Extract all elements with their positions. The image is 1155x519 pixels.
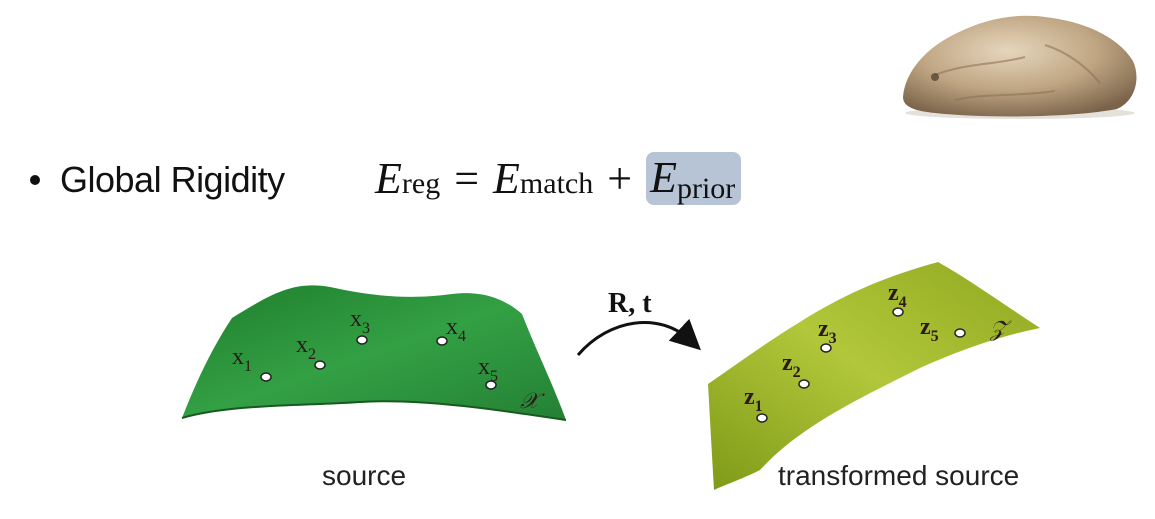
eq-lhs-sub: reg <box>401 167 441 200</box>
label-transformed-set: 𝒵 <box>989 316 1012 341</box>
source-surface <box>182 285 566 420</box>
eq-term1-sub: match <box>519 167 594 200</box>
label-z2: z2 <box>782 350 801 381</box>
transform-arrow <box>576 318 701 356</box>
eq-prior-highlight: Eprior <box>646 151 742 205</box>
eq-plus: + <box>607 153 633 203</box>
transform-label: R, t <box>608 288 652 319</box>
label-z3: z3 <box>818 316 837 347</box>
label-z4: z4 <box>888 280 907 311</box>
transformed-points: z1 z2 z3 z4 z5 𝒵 <box>744 280 1012 423</box>
bullet-dot <box>30 175 40 185</box>
point-x2 <box>314 360 326 370</box>
label-x5: x5 <box>478 354 498 385</box>
eq-term1-symbol: E <box>493 153 520 203</box>
point-z1 <box>756 413 768 423</box>
transformed-surface <box>708 262 1040 490</box>
eq-term2-symbol: E <box>650 152 677 202</box>
point-z2 <box>798 379 810 389</box>
point-x5 <box>485 380 497 390</box>
bullet-item: Global Rigidity <box>30 150 285 210</box>
point-x3 <box>356 335 368 345</box>
label-x1: x1 <box>232 344 252 375</box>
caption-transformed: transformed source <box>778 460 1020 491</box>
label-x4: x4 <box>446 314 466 345</box>
point-x1 <box>260 372 272 382</box>
eq-term2-sub: prior <box>676 171 736 205</box>
eq-lhs-symbol: E <box>375 153 402 203</box>
rock-image <box>903 15 1137 119</box>
label-z5: z5 <box>920 314 939 345</box>
bullet-text: Global Rigidity <box>60 159 285 200</box>
label-x2: x2 <box>296 332 316 363</box>
point-z4 <box>892 307 904 317</box>
point-z5 <box>954 328 966 338</box>
eq-equals: = <box>454 153 480 203</box>
point-z3 <box>820 343 832 353</box>
point-x4 <box>436 336 448 346</box>
label-x3: x3 <box>350 306 370 337</box>
label-source-set: 𝒳 <box>520 388 545 413</box>
caption-source: source <box>322 460 407 491</box>
label-z1: z1 <box>744 384 763 415</box>
source-points: x1 x2 x3 x4 x5 𝒳 <box>232 306 545 413</box>
